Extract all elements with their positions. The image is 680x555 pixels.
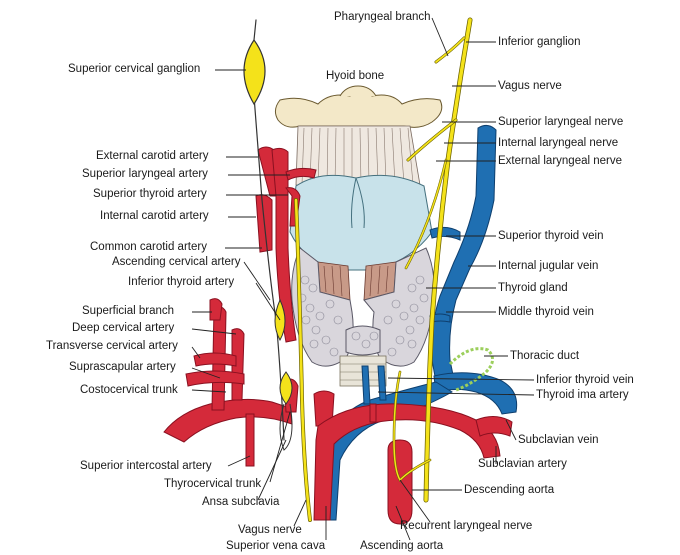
label-superficial-branch: Superficial branch <box>82 305 175 317</box>
label-suprascapular-artery: Suprascapular artery <box>69 361 176 373</box>
label-deep-cervical-artery: Deep cervical artery <box>72 322 175 334</box>
label-internal-jugular-vein: Internal jugular vein <box>498 260 599 272</box>
hyoid-bone <box>274 85 443 128</box>
label-subclavian-vein: Subclavian vein <box>518 434 599 446</box>
label-hyoid-bone: Hyoid bone <box>326 70 385 82</box>
label-superior-intercostal-artery: Superior intercostal artery <box>80 460 212 472</box>
label-inferior-ganglion: Inferior ganglion <box>498 36 581 48</box>
thyrohyoid-membrane <box>295 125 421 186</box>
label-external-carotid-artery: External carotid artery <box>96 150 209 162</box>
label-thoracic-duct: Thoracic duct <box>510 350 580 362</box>
label-external-laryngeal-nerve: External laryngeal nerve <box>498 155 623 167</box>
label-ascending-aorta: Ascending aorta <box>360 540 444 552</box>
label-superior-vena-cava: Superior vena cava <box>226 540 326 552</box>
ansa-subclavia <box>279 403 293 451</box>
label-middle-thyroid-vein: Middle thyroid vein <box>498 306 594 318</box>
leader-lines <box>191 17 535 541</box>
label-thyroid-gland: Thyroid gland <box>498 282 568 294</box>
label-recurrent-laryngeal-nerve: Recurrent laryngeal nerve <box>400 520 533 532</box>
thyroid-gland <box>291 247 435 367</box>
label-costocervical-trunk: Costocervical trunk <box>80 384 178 396</box>
nerves <box>253 17 473 522</box>
label-thyrocervical-trunk: Thyrocervical trunk <box>164 478 262 490</box>
label-superior-laryngeal-nerve: Superior laryngeal nerve <box>498 116 624 128</box>
label-superior-thyroid-artery: Superior thyroid artery <box>93 188 207 200</box>
label-pharyngeal-branch: Pharyngeal branch <box>334 11 431 23</box>
label-ansa-subclavia: Ansa subclavia <box>202 496 280 508</box>
label-vagus-nerve-bottom: Vagus nerve <box>238 524 302 536</box>
label-internal-laryngeal-nerve: Internal laryngeal nerve <box>498 137 619 149</box>
label-superior-cervical-ganglion: Superior cervical ganglion <box>68 63 201 75</box>
superior-cervical-ganglion <box>243 38 266 106</box>
arteries <box>163 146 513 525</box>
stellate-ganglion <box>279 371 293 405</box>
label-ascending-cervical-artery: Ascending cervical artery <box>112 256 241 268</box>
label-internal-carotid-artery: Internal carotid artery <box>100 210 209 222</box>
label-vagus-nerve-top: Vagus nerve <box>498 80 562 92</box>
label-superior-laryngeal-artery: Superior laryngeal artery <box>82 168 208 180</box>
thoracic-duct <box>448 347 494 392</box>
label-inferior-thyroid-artery: Inferior thyroid artery <box>128 276 235 288</box>
label-thyroid-ima-artery: Thyroid ima artery <box>536 389 629 401</box>
label-descending-aorta: Descending aorta <box>464 484 555 496</box>
label-inferior-thyroid-vein: Inferior thyroid vein <box>536 374 634 386</box>
label-subclavian-artery: Subclavian artery <box>478 458 567 470</box>
cricothyroid-muscle <box>317 261 397 301</box>
label-common-carotid-artery: Common carotid artery <box>90 241 207 253</box>
label-transverse-cervical-artery: Transverse cervical artery <box>46 340 178 352</box>
label-superior-thyroid-vein: Superior thyroid vein <box>498 230 604 242</box>
